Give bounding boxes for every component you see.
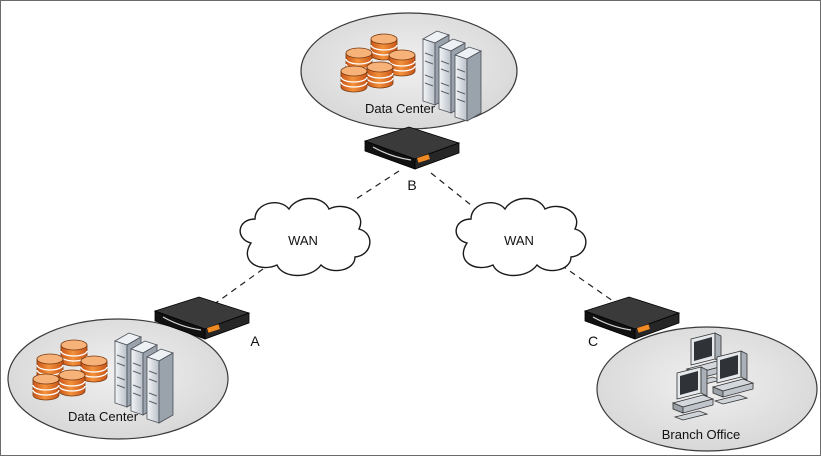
link-b-wan-left xyxy=(352,170,400,202)
wan-links xyxy=(212,170,614,306)
site-top-label: Data Center xyxy=(365,101,436,116)
database-icon xyxy=(340,65,368,93)
database-icon xyxy=(58,369,86,397)
wan-left-label: WAN xyxy=(288,233,318,248)
site-bottom-left-label: Data Center xyxy=(68,409,139,424)
link-wan-right-c xyxy=(560,264,614,302)
server-icon xyxy=(146,348,174,424)
device-b-label: B xyxy=(407,177,416,193)
device-a-label: A xyxy=(250,333,260,349)
server-icon xyxy=(454,46,482,122)
appliance-b xyxy=(364,126,460,170)
database-icon xyxy=(32,373,60,401)
link-b-wan-right xyxy=(430,172,472,206)
appliance-icon xyxy=(364,126,460,170)
site-bottom-right-label: Branch Office xyxy=(662,427,741,442)
wan-right-label: WAN xyxy=(504,233,534,248)
link-wan-left-a xyxy=(212,268,264,306)
database-icon xyxy=(366,61,394,89)
device-c-label: C xyxy=(588,333,598,349)
